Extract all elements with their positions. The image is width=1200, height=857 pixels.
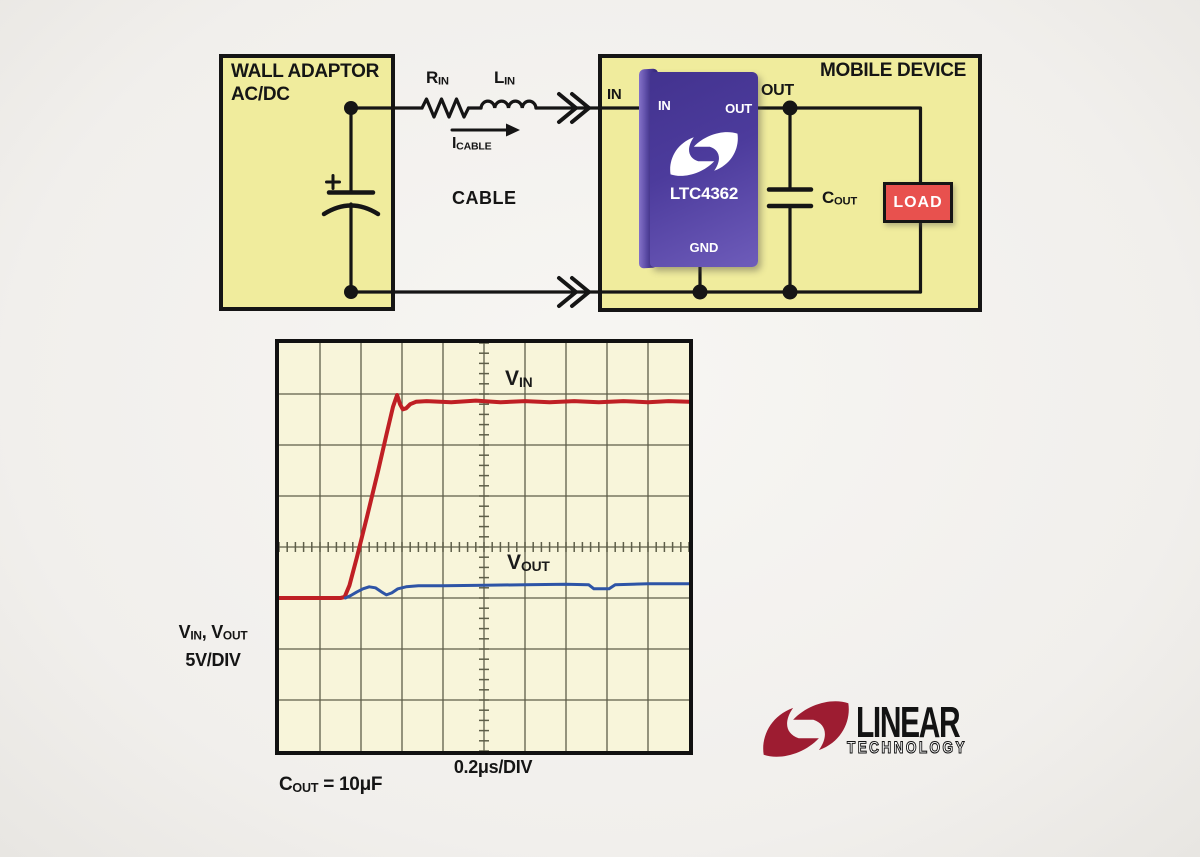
rin-label: RIN xyxy=(426,68,449,88)
inductor-lin xyxy=(479,99,538,110)
chip-part-number: LTC4362 xyxy=(669,184,739,203)
chevron-arrow-top xyxy=(557,92,591,124)
lt-logo-icon xyxy=(670,132,738,176)
trace-vout xyxy=(343,582,689,600)
vout-trace-label: VOUT xyxy=(507,551,550,574)
resistor-rin xyxy=(420,97,471,119)
icable-arrowhead xyxy=(506,123,520,137)
ltc4362-chip: IN OUT LTC4362 GND xyxy=(650,72,758,267)
vin-trace-label: VIN xyxy=(505,367,533,390)
mobile-device-title: MOBILE DEVICE xyxy=(819,60,966,81)
scope-traces xyxy=(279,393,689,600)
scope-y-axis-label: VIN, VOUT 5V/DIV xyxy=(156,620,270,672)
scope-x-axis-label: 0.2μs/DIV xyxy=(453,757,533,777)
device-in-label: IN xyxy=(607,86,622,103)
wall-adaptor-box xyxy=(219,54,395,311)
scope-y-axis-line2: 5V/DIV xyxy=(185,649,241,670)
chevron-arrow-bottom xyxy=(557,276,591,308)
scope-graticule xyxy=(279,343,689,751)
chip-pin-in: IN xyxy=(658,98,671,113)
lt-mark-icon xyxy=(763,701,849,757)
chip-pin-out: OUT xyxy=(725,101,752,116)
linear-technology-logo: LINEAR TECHNOLOGY xyxy=(760,694,975,766)
scope-caption: COUT = 10μF xyxy=(279,774,383,795)
scope-plot: VIN VOUT xyxy=(275,339,693,755)
logo-subbrand-text: TECHNOLOGY xyxy=(847,737,967,757)
device-out-label: OUT xyxy=(761,82,794,99)
load-label: LOAD xyxy=(893,193,943,211)
icable-label: ICABLE xyxy=(452,135,492,153)
wall-adaptor-title: WALL ADAPTOR AC/DC xyxy=(231,60,379,106)
scope-y-axis-line1: VIN, VOUT xyxy=(178,622,248,643)
wall-adaptor-title-line1: WALL ADAPTOR xyxy=(231,61,380,82)
wall-adaptor-title-line2: AC/DC xyxy=(231,84,290,105)
chip-pin-gnd: GND xyxy=(689,240,719,255)
scope-screen xyxy=(279,343,689,751)
cable-label: CABLE xyxy=(452,188,517,208)
lin-label: LIN xyxy=(494,68,515,88)
cout-label: COUT xyxy=(822,188,858,208)
load-box: LOAD xyxy=(883,182,953,223)
trace-vin xyxy=(279,393,689,600)
logo-brand-text: LINEAR xyxy=(856,698,961,747)
